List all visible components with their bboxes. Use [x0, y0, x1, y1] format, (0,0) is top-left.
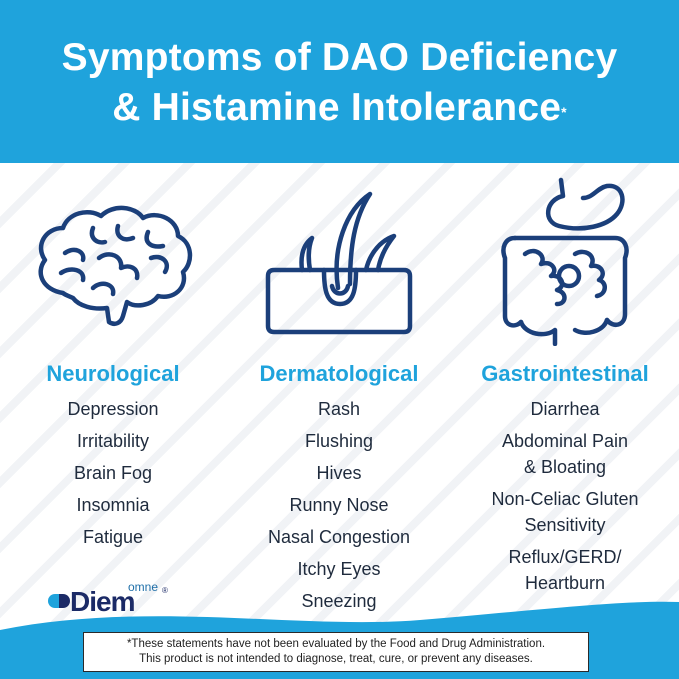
list-item: Sneezing	[301, 591, 377, 611]
list-item: Reflux/GERD/ Heartburn	[508, 547, 622, 593]
title-line-2: & Histamine Intolerance*	[0, 84, 679, 132]
list-item: Nasal Congestion	[267, 527, 411, 547]
list-neurological: Depression Irritability Brain Fog Insomn…	[0, 396, 226, 556]
digestive-system-icon	[452, 176, 678, 351]
list-item: Irritability	[76, 431, 149, 451]
omne-diem-logo: omne Diem ®	[48, 580, 178, 617]
list-item: Depression	[67, 399, 159, 419]
heading-neurological: Neurological	[46, 361, 180, 386]
list-item: Runny Nose	[289, 495, 389, 515]
logo-pill-icon	[48, 594, 70, 608]
skin-hair-icon	[226, 188, 452, 353]
list-gastrointestinal: Diarrhea Abdominal Pain & Bloating Non-C…	[452, 396, 678, 602]
list-dermatological: Rash Flushing Hives Runny Nose Nasal Con…	[226, 396, 452, 620]
title-asterisk: *	[561, 104, 567, 120]
disclaimer-line-2: This product is not intended to diagnose…	[139, 653, 533, 665]
list-item: Hives	[316, 463, 362, 483]
disclaimer-line-1: *These statements have not been evaluate…	[126, 638, 546, 650]
list-item: Brain Fog	[73, 463, 153, 483]
list-item: Insomnia	[76, 495, 150, 515]
header-banner: Symptoms of DAO Deficiency & Histamine I…	[0, 0, 679, 163]
disclaimer-box: *These statements have not been evaluate…	[83, 632, 589, 672]
title-line-1: Symptoms of DAO Deficiency	[61, 36, 618, 79]
heading-dermatological: Dermatological	[259, 361, 419, 386]
logo-main-text: Diem	[70, 586, 135, 617]
brain-icon	[0, 198, 226, 353]
list-item: Flushing	[304, 431, 374, 451]
list-item: Abdominal Pain & Bloating	[501, 431, 629, 477]
title-line-2-text: & Histamine Intolerance	[112, 86, 562, 129]
logo-small-text: omne	[128, 580, 159, 594]
list-item: Rash	[317, 399, 361, 419]
list-item: Non-Celiac Gluten Sensitivity	[491, 489, 639, 535]
list-item: Diarrhea	[530, 399, 600, 419]
list-item: Fatigue	[82, 527, 144, 547]
heading-gastrointestinal: Gastrointestinal	[481, 361, 649, 386]
list-item: Itchy Eyes	[297, 559, 381, 579]
logo-registered-mark: ®	[162, 586, 168, 595]
